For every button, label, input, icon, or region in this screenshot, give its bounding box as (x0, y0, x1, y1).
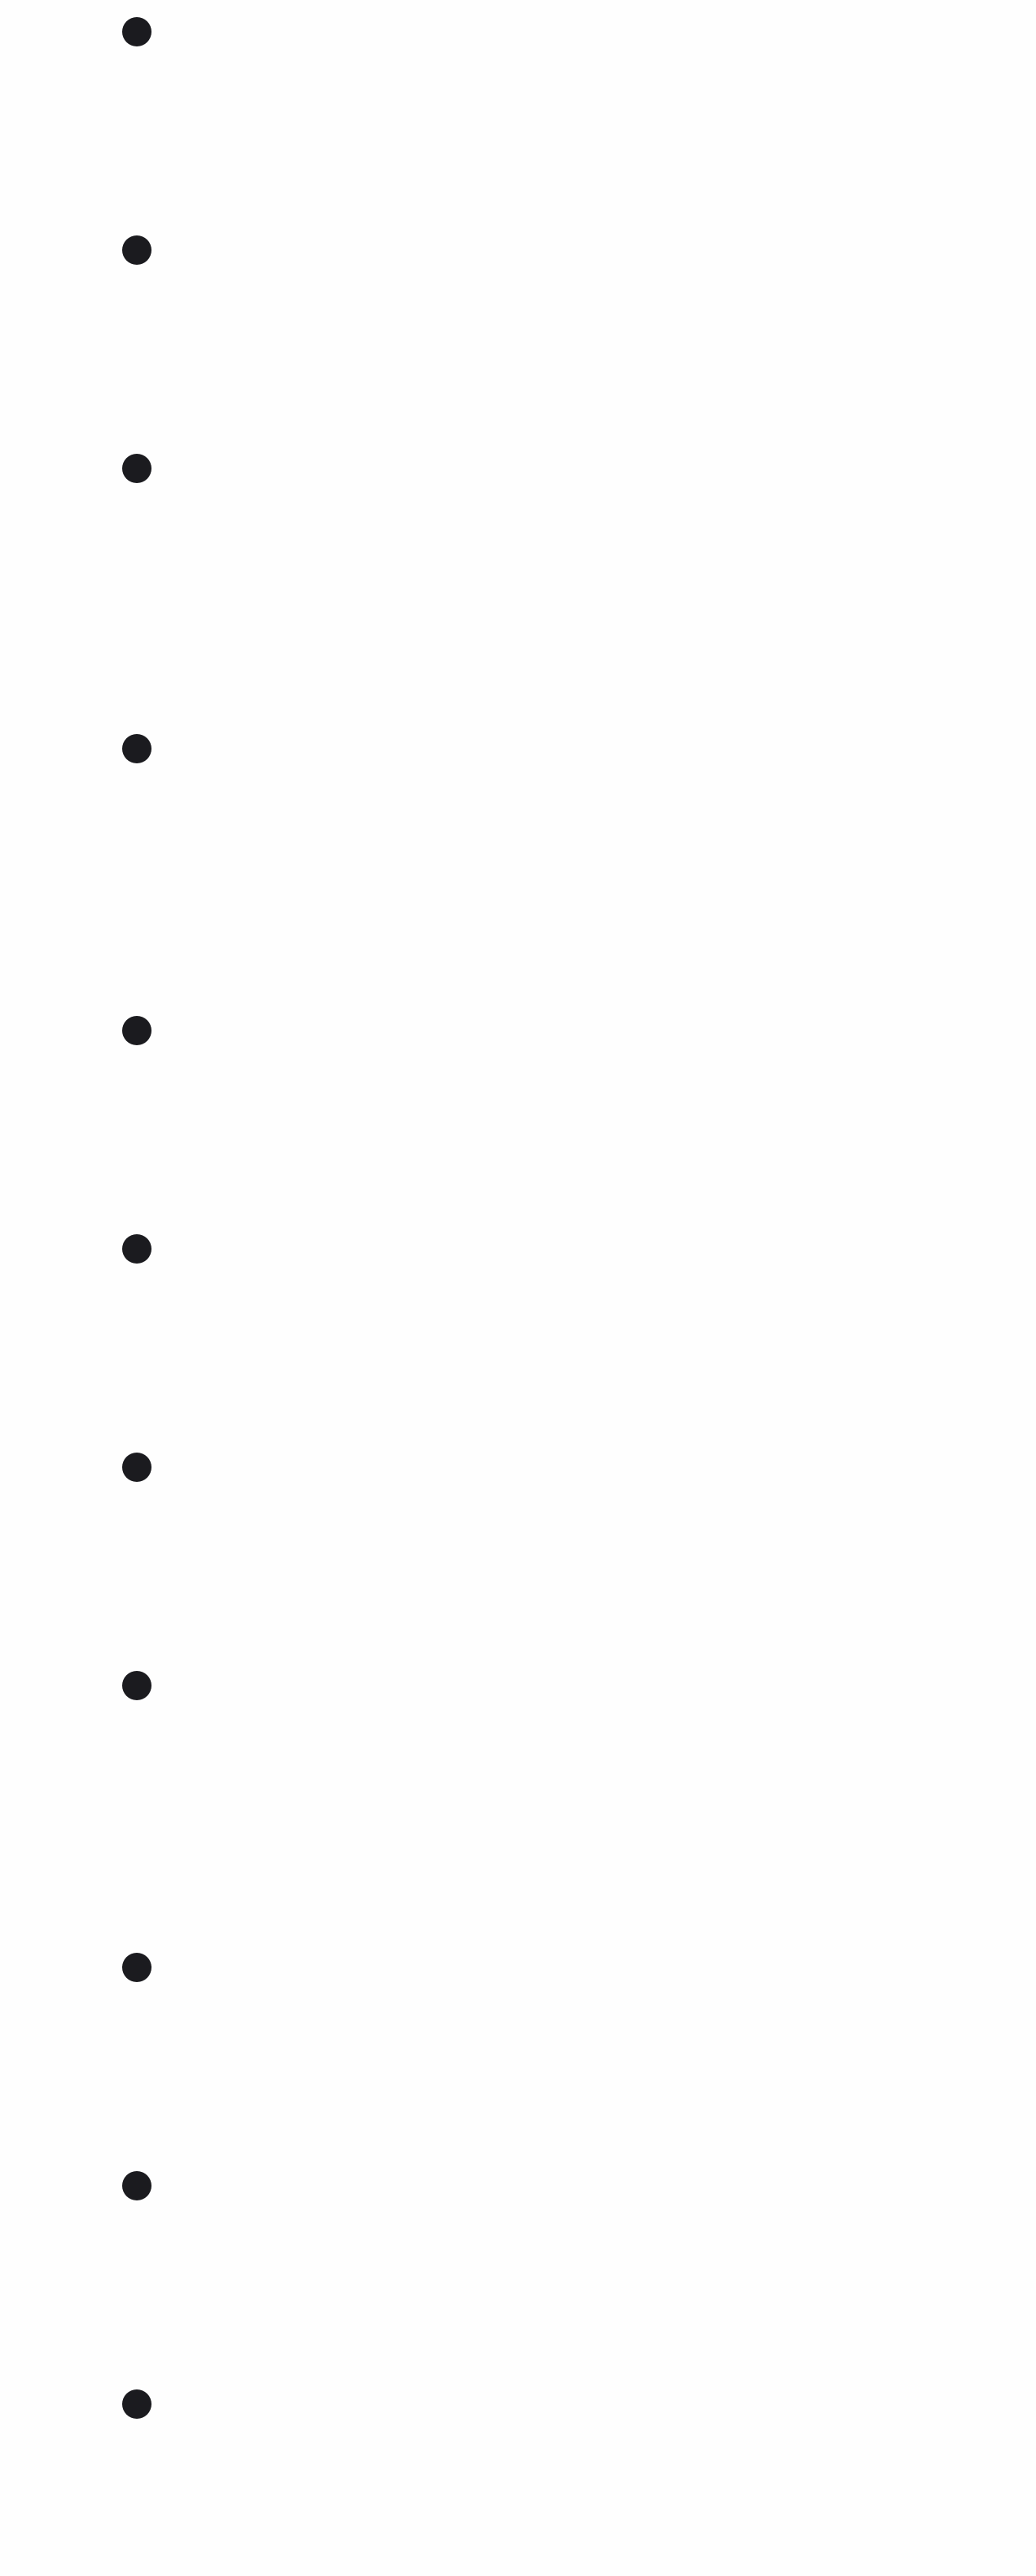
bullet-dot-icon (122, 1016, 151, 1045)
list-item (122, 1234, 151, 1264)
list-item (122, 235, 151, 265)
bullet-dot-icon (122, 2389, 151, 2419)
bullet-dot-icon (122, 1453, 151, 1482)
bullet-dot-icon (122, 734, 151, 763)
list-item (122, 1953, 151, 1982)
list-item (122, 1671, 151, 1700)
list-item (122, 1016, 151, 1045)
list-item (122, 734, 151, 763)
list-item (122, 2171, 151, 2200)
bullet-dot-icon (122, 1953, 151, 1982)
list-item (122, 1453, 151, 1482)
list-item (122, 2389, 151, 2419)
list-item (122, 17, 151, 46)
bullet-dot-icon (122, 17, 151, 46)
bullet-dot-icon (122, 1234, 151, 1264)
list-item (122, 454, 151, 483)
bullet-dot-icon (122, 2171, 151, 2200)
bullet-dot-icon (122, 1671, 151, 1700)
bullet-dot-icon (122, 454, 151, 483)
bullet-dot-icon (122, 235, 151, 265)
